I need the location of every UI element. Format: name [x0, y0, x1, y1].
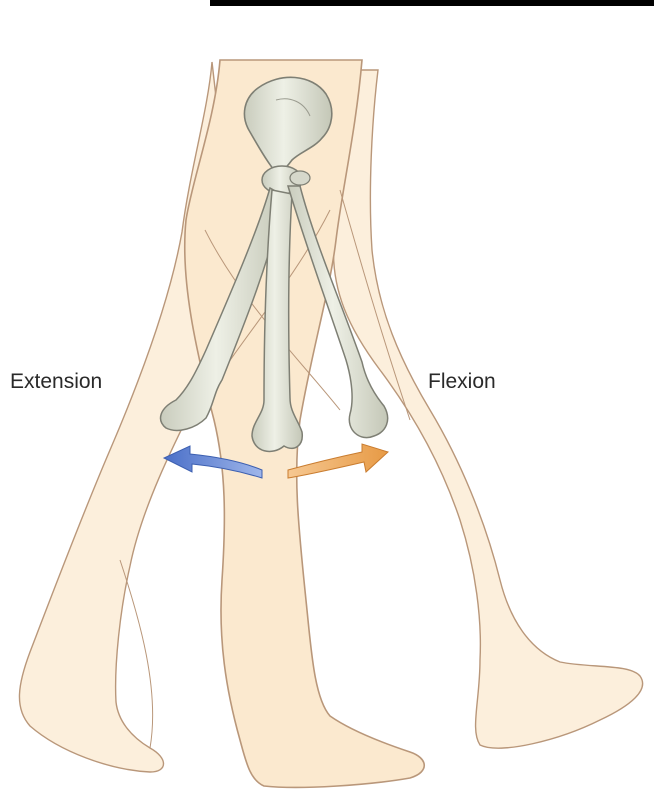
trochanter [290, 171, 310, 185]
extension-label: Extension [10, 370, 102, 394]
curved-arrow-right-icon [288, 444, 388, 478]
neutral-leg-outline [185, 60, 425, 787]
top-rule [210, 0, 654, 6]
flexion-label: Flexion [428, 370, 496, 394]
